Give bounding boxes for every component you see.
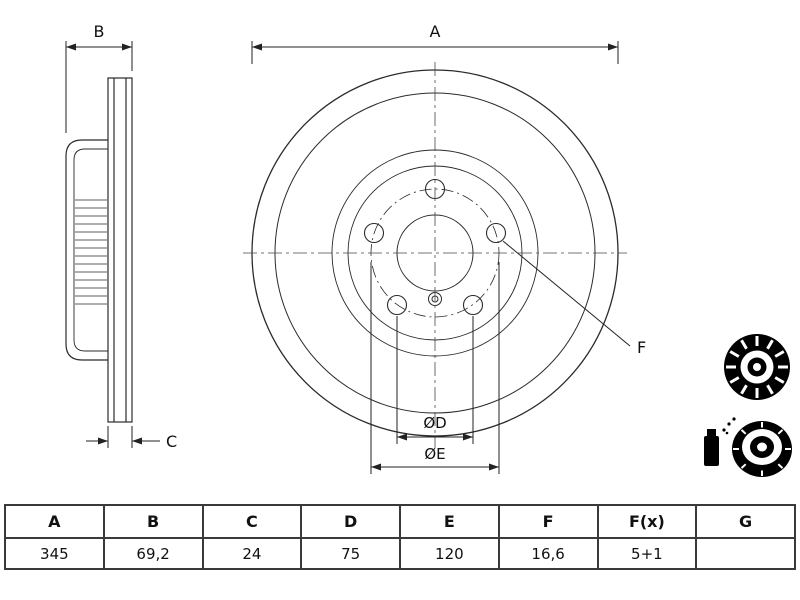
table-header-c: C xyxy=(201,504,303,539)
table-value-g xyxy=(695,537,796,570)
centerlines xyxy=(243,62,627,448)
table-header-row: A B C D E F F(x) G xyxy=(4,504,796,539)
dimension-lines xyxy=(65,41,631,474)
disc-3d-view-icon xyxy=(732,421,792,477)
dim-e-label: ØE xyxy=(424,445,445,463)
table-value-fx: 5+1 xyxy=(596,537,698,570)
dim-a-label: A xyxy=(430,22,441,41)
table-header-a: A xyxy=(4,504,105,539)
bolt-holes xyxy=(363,178,507,316)
table-header-f: F xyxy=(497,504,599,539)
brake-disc-technical-drawing: A B C F ØD ØE xyxy=(65,22,792,477)
table-header-fx: F(x) xyxy=(596,504,698,539)
table-value-d: 75 xyxy=(300,537,401,570)
table-value-row: 345 69,2 24 75 120 16,6 5+1 xyxy=(4,537,796,570)
section-hatching xyxy=(75,199,107,305)
disc-front-view-icon xyxy=(724,334,790,400)
dim-d-label: ØD xyxy=(423,414,446,432)
table-header-g: G xyxy=(695,504,796,539)
dim-c-label: C xyxy=(166,432,177,451)
spray-can-icon xyxy=(704,417,736,466)
table-header-d: D xyxy=(300,504,401,539)
table-value-f: 16,6 xyxy=(497,537,599,570)
table-value-a: 345 xyxy=(4,537,105,570)
dim-f-label: F xyxy=(637,338,646,357)
table-value-e: 120 xyxy=(399,537,500,570)
table-value-c: 24 xyxy=(201,537,303,570)
table-value-b: 69,2 xyxy=(102,537,204,570)
table-header-e: E xyxy=(399,504,500,539)
side-view-section xyxy=(65,77,133,423)
f-leader-line xyxy=(502,240,631,347)
dim-b-label: B xyxy=(94,22,105,41)
dimension-table: A B C D E F F(x) G 345 69,2 24 75 120 16… xyxy=(4,504,796,570)
table-header-b: B xyxy=(102,504,204,539)
